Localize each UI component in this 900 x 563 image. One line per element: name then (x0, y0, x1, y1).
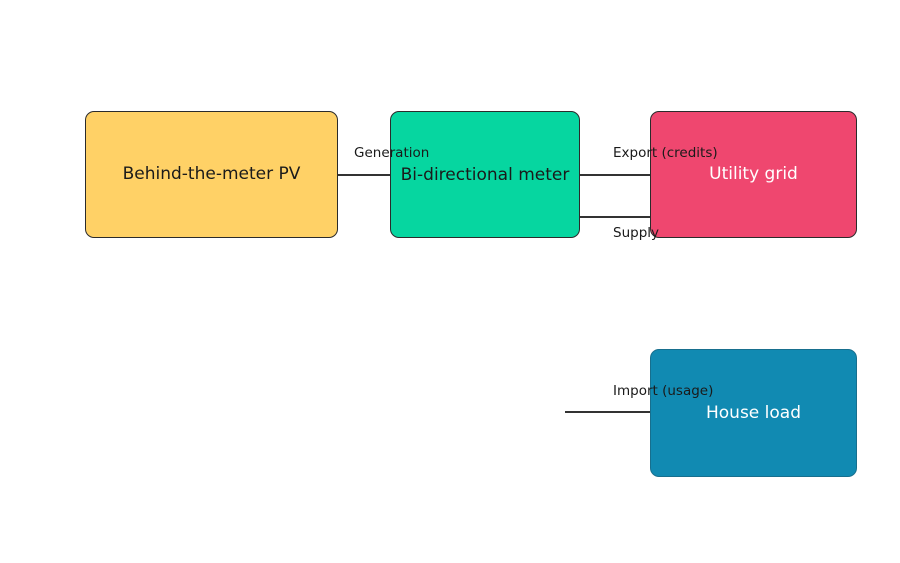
node-label-pv: Behind-the-meter PV (122, 164, 301, 184)
edge-label-generation: Generation (354, 145, 430, 161)
node-house-load[interactable]: House load (650, 349, 857, 477)
node-label-bi-directional-meter: Bi-directional meter (400, 165, 570, 185)
edge-label-supply: Supply (613, 225, 660, 241)
node-utility-grid[interactable]: Utility grid (650, 111, 857, 238)
node-label-utility-grid: Utility grid (709, 164, 798, 184)
node-behind-the-meter-pv[interactable]: Behind-the-meter PV (85, 111, 338, 238)
edge-label-import: Import (usage) (613, 383, 714, 399)
node-bi-directional-meter[interactable] (390, 111, 580, 238)
node-label-house-load: House load (705, 402, 801, 423)
edge-label-export: Export (credits) (613, 145, 718, 161)
